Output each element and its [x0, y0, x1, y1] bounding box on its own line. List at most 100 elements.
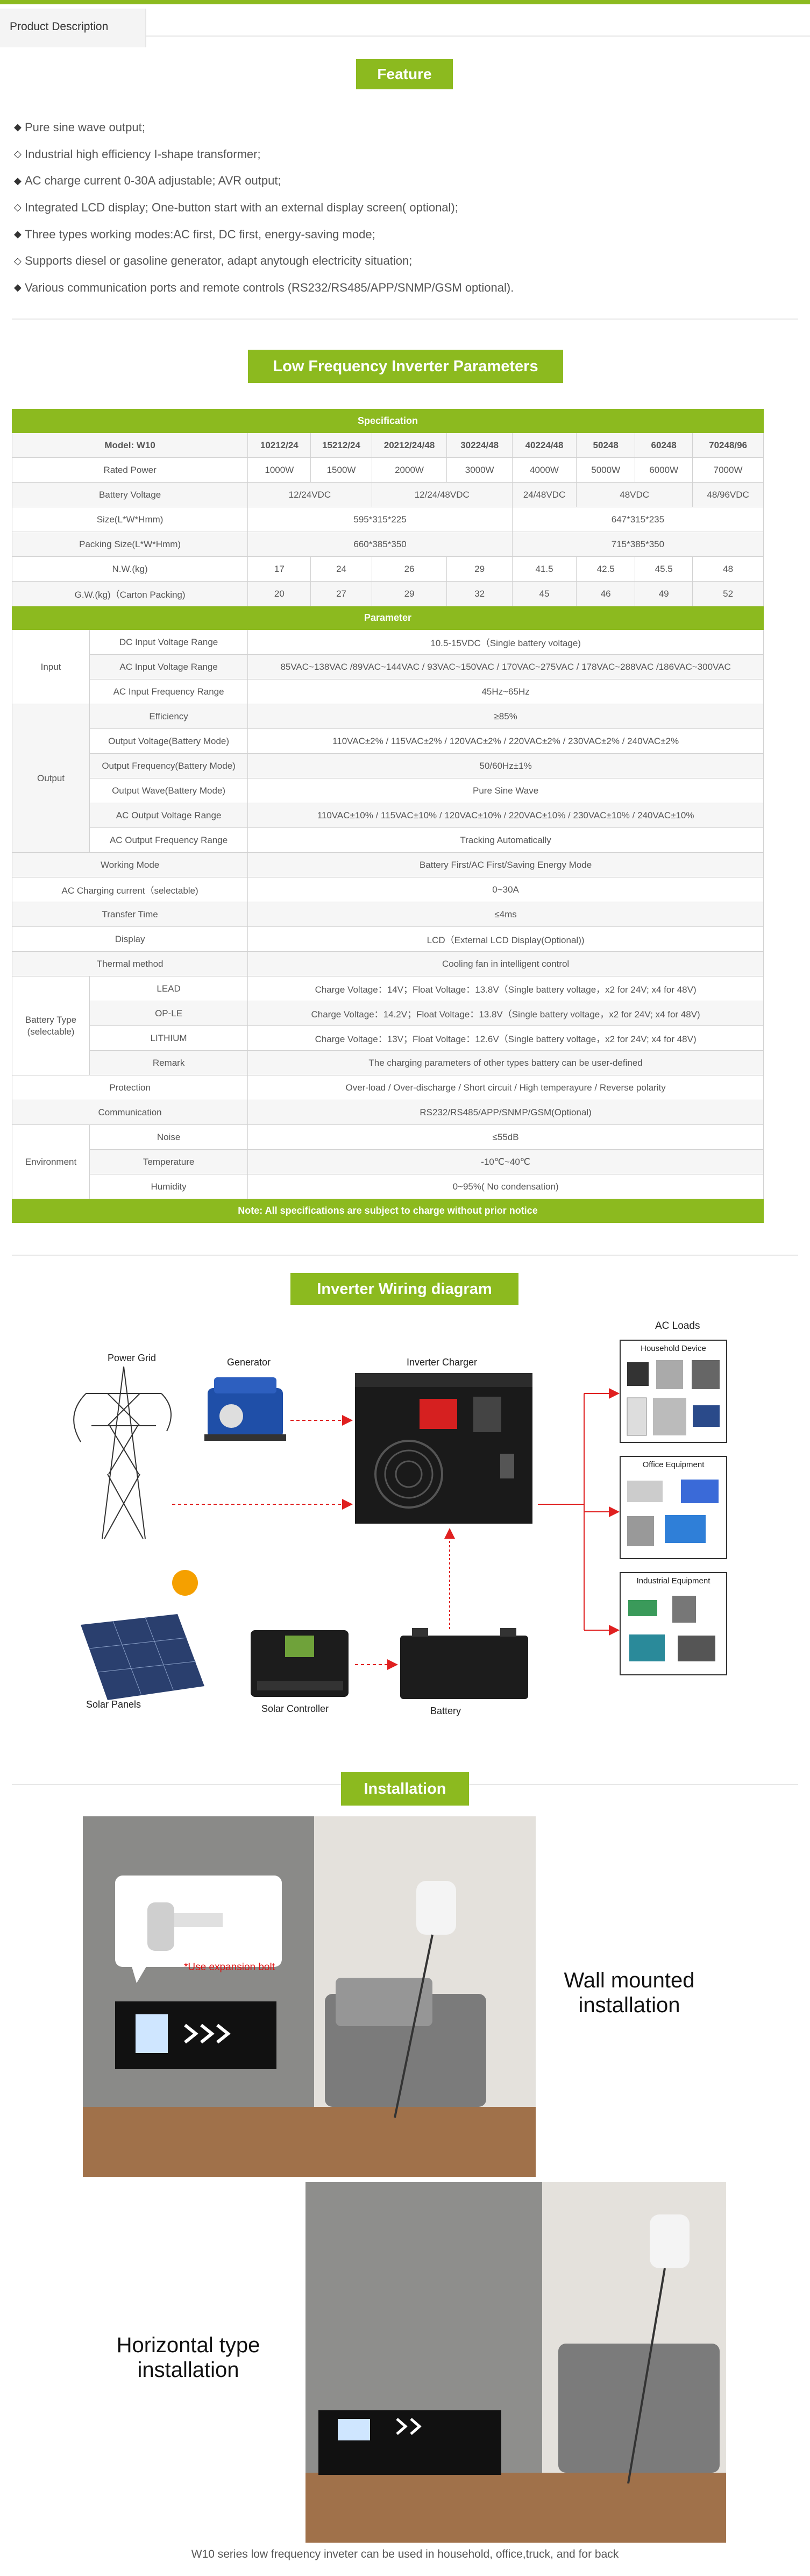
table-cell: 85VAC~138VAC /89VAC~144VAC / 93VAC~150VA… — [247, 654, 764, 680]
table-row: Protection Over-load / Over-discharge / … — [11, 1075, 764, 1100]
table-row: Output Frequency(Battery Mode) 50/60Hz±1… — [12, 753, 764, 779]
table-cell: 24 — [310, 556, 372, 582]
table-cell: 12/24/48VDC — [371, 482, 513, 507]
table-cell: 0~30A — [247, 877, 764, 902]
table-cell: 45Hz~65Hz — [247, 679, 764, 704]
model-label: Model: W10 — [11, 433, 248, 458]
table-row: Input DC Input Voltage Range 10.5-15VDC（… — [12, 629, 764, 704]
table-row: Battery Type (selectable) LEAD Charge Vo… — [12, 976, 764, 1075]
household-icons — [627, 1360, 720, 1436]
table-row: Thermal method Cooling fan in intelligen… — [11, 951, 764, 976]
installation-caption: W10 series low frequency inveter can be … — [191, 2548, 619, 2560]
generator-icon — [204, 1377, 286, 1441]
row-label: G.W.(kg)（Carton Packing) — [11, 581, 248, 606]
table-cell: 5000W — [576, 457, 636, 483]
table-cell: 6000W — [635, 457, 693, 483]
wiring-graphics — [73, 1366, 620, 1700]
row-label: Packing Size(L*W*Hmm) — [11, 532, 248, 557]
table-cell: Charge Voltage：14.2V；Float Voltage：13.8V… — [247, 1001, 764, 1026]
solar-panel-icon — [81, 1570, 204, 1700]
horizontal-label: Horizontal type installation — [116, 2333, 260, 2382]
table-cell: 4000W — [511, 457, 577, 483]
table-cell: 660*385*350 — [247, 532, 513, 557]
solar-controller-icon — [251, 1630, 349, 1697]
feature-text: Integrated LCD display; One-button start… — [25, 200, 458, 214]
table-row: AC Output Frequency Range Tracking Autom… — [12, 827, 764, 853]
bullet-icon: ◆ — [14, 175, 22, 186]
model-cell: 50248 — [576, 433, 636, 458]
group-label: Output — [12, 704, 90, 853]
table-cell: 715*385*350 — [511, 532, 764, 557]
table-row: Communication RS232/RS485/APP/SNMP/GSM(O… — [11, 1100, 764, 1125]
table-row: Humidity 0~95%( No condensation) — [12, 1174, 764, 1199]
table-row: G.W.(kg)（Carton Packing) 20 27 29 32 45 … — [11, 581, 764, 606]
table-cell: Battery First/AC First/Saving Energy Mod… — [247, 852, 764, 877]
row-label: Noise — [89, 1124, 248, 1150]
table-cell: 1500W — [310, 457, 372, 483]
table-row: Display LCD（External LCD Display(Optiona… — [11, 926, 764, 952]
inverter-charger-label: Inverter Charger — [407, 1357, 478, 1368]
row-label: Rated Power — [11, 457, 248, 483]
row-label: Temperature — [89, 1149, 248, 1174]
table-cell: 29 — [446, 556, 513, 582]
feature-item: ◇Industrial high efficiency I-shape tran… — [12, 141, 786, 168]
tab-bar: Product Description — [0, 0, 810, 48]
model-cell: 60248 — [635, 433, 693, 458]
model-cell: 70248/96 — [692, 433, 764, 458]
table-cell: 110VAC±2% / 115VAC±2% / 120VAC±2% / 220V… — [247, 728, 764, 754]
feature-item: ◆Various communication ports and remote … — [12, 274, 786, 301]
group-label: Input — [12, 629, 90, 704]
row-label: Working Mode — [11, 852, 248, 877]
row-label: Output Voltage(Battery Mode) — [89, 728, 248, 754]
table-row: Working Mode Battery First/AC First/Savi… — [11, 852, 764, 877]
feature-heading: Feature — [356, 59, 453, 89]
table-row: Battery Voltage 12/24VDC 12/24/48VDC 24/… — [11, 482, 764, 507]
table-cell: ≥85% — [247, 704, 764, 729]
group-label: Environment — [12, 1124, 90, 1199]
row-label: Protection — [11, 1075, 248, 1100]
table-cell: 52 — [692, 581, 764, 606]
tab-product-description[interactable]: Product Description — [0, 9, 146, 47]
feature-text: Various communication ports and remote c… — [25, 280, 514, 294]
row-label: LEAD — [89, 976, 248, 1001]
table-cell: 2000W — [371, 457, 447, 483]
row-label: Transfer Time — [11, 902, 248, 927]
table-row: Size(L*W*Hmm) 595*315*225 647*315*235 — [11, 507, 764, 532]
table-cell: 7000W — [692, 457, 764, 483]
table-row: AC Input Frequency Range 45Hz~65Hz — [12, 679, 764, 704]
row-label: OP-LE — [89, 1001, 248, 1026]
table-cell: 32 — [446, 581, 513, 606]
wall-mounted-photo: *Use expansion bolt — [83, 1816, 536, 2177]
table-row: Transfer Time ≤4ms — [11, 902, 764, 927]
table-cell: 49 — [635, 581, 693, 606]
model-cell: 15212/24 — [310, 433, 372, 458]
table-row: LITHIUM Charge Voltage：13V；Float Voltage… — [12, 1025, 764, 1051]
table-cell: 42.5 — [576, 556, 636, 582]
row-label: Output Frequency(Battery Mode) — [89, 753, 248, 779]
table-cell: 10.5-15VDC（Single battery voltage) — [247, 629, 764, 655]
bullet-icon: ◆ — [14, 229, 22, 240]
row-label: N.W.(kg) — [11, 556, 248, 582]
table-cell: 41.5 — [511, 556, 577, 582]
bullet-icon: ◆ — [14, 282, 22, 293]
table-row: AC Input Voltage Range 85VAC~138VAC /89V… — [12, 654, 764, 680]
table-row: AC Charging current（selectable) 0~30A — [11, 877, 764, 902]
row-label: AC Input Frequency Range — [89, 679, 248, 704]
industrial-equipment-box: Industrial Equipment — [620, 1572, 727, 1675]
row-label: AC Output Voltage Range — [89, 803, 248, 828]
bubble-note: *Use expansion bolt — [184, 1962, 275, 1973]
model-cell: 20212/24/48 — [371, 433, 447, 458]
row-label: Size(L*W*Hmm) — [11, 507, 248, 532]
industrial-equipment-label: Industrial Equipment — [636, 1576, 710, 1586]
row-label: Efficiency — [89, 704, 248, 729]
battery-icon — [400, 1628, 528, 1699]
wall-mounted-label: Wall mounted installation — [564, 1969, 695, 2017]
model-cell: 40224/48 — [511, 433, 577, 458]
row-label: AC Output Frequency Range — [89, 827, 248, 853]
feature-text: AC charge current 0-30A adjustable; AVR … — [25, 174, 281, 188]
inverter-icon — [355, 1373, 532, 1524]
table-cell: 24/48VDC — [511, 482, 577, 507]
table-row: OP-LE Charge Voltage：14.2V；Float Voltage… — [12, 1001, 764, 1026]
row-label: Battery Voltage — [11, 482, 248, 507]
